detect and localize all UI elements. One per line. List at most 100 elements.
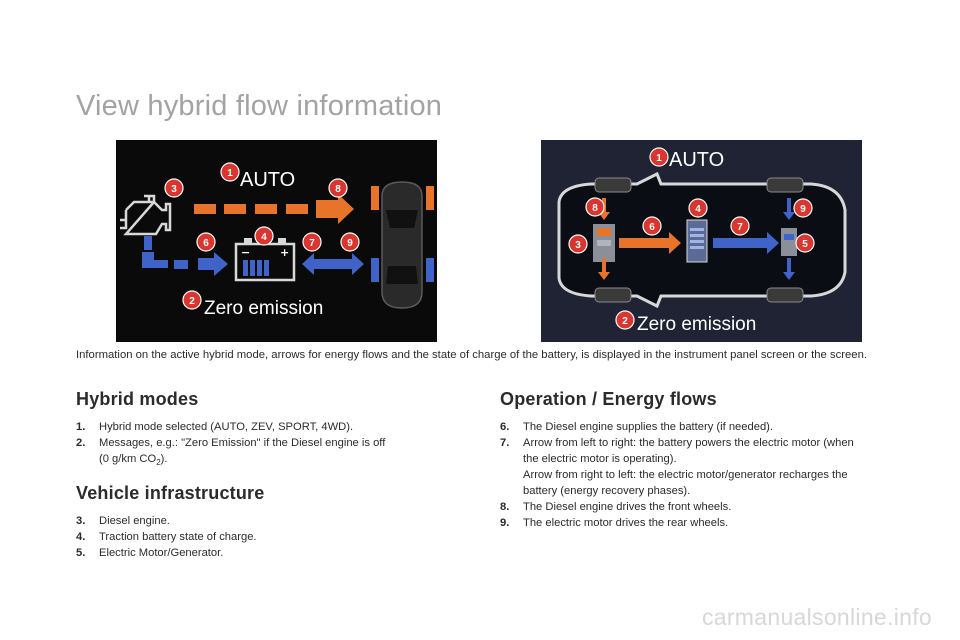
svg-text:6: 6 [203,238,209,249]
item-number: 2. [76,437,86,449]
engine-to-wheels-flow [194,194,354,224]
page-title: View hybrid flow information [76,90,443,122]
hybrid-modes-list: 1. Hybrid mode selected (AUTO, ZEV, SPOR… [76,419,476,471]
mode-label: AUTO [240,169,295,191]
item-number: 4. [76,531,86,543]
svg-text:5: 5 [802,239,808,250]
section-heading-vehicle-infrastructure: Vehicle infrastructure [76,483,265,503]
list-item: 5. Electric Motor/Generator. [76,545,476,561]
list-item: 4. Traction battery state of charge. [76,529,476,545]
operation-list: 6. The Diesel engine supplies the batter… [500,419,900,531]
list-item: 9. The electric motor drives the rear wh… [500,515,900,531]
engine-connector [144,236,152,250]
watermark: carmanualsonline.info [701,604,932,630]
status-label: Zero emission [204,298,323,319]
svg-text:4: 4 [695,204,701,215]
svg-text:1: 1 [227,168,233,179]
section-heading-operation: Operation / Energy flows [500,389,717,409]
svg-text:9: 9 [800,204,806,215]
svg-text:7: 7 [737,222,743,233]
marker-5: 5 [795,233,815,253]
svg-text:9: 9 [347,238,353,249]
marker-4: 4 [688,198,708,218]
marker-4: 4 [254,226,274,246]
svg-text:−: − [241,246,250,259]
engine-to-battery-flow [142,252,228,276]
item-number: 5. [76,547,86,559]
item-text: Diesel engine. [99,515,170,527]
marker-7: 7 [302,232,322,252]
item-number: 6. [500,421,510,433]
screen-diagram: AUTO Zero emission 1 2 3 4 5 6 7 8 9 [557,147,847,335]
electric-motor-icon [781,228,797,256]
item-text: The Diesel engine drives the front wheel… [523,501,732,513]
marker-3: 3 [568,234,588,254]
vehicle-infrastructure-list: 3. Diesel engine. 4. Traction battery st… [76,513,476,561]
svg-text:1: 1 [656,153,662,164]
instrument-panel-diagram: − + AUTO Zero emission 1 2 3 [120,162,434,319]
svg-text:3: 3 [575,240,581,251]
car-top-view-icon [371,181,434,309]
screen-figure: AUTO Zero emission 1 2 3 4 5 6 7 8 9 [541,140,862,342]
battery-motor-flow [302,253,364,275]
svg-text:4: 4 [261,232,267,243]
mode-label: AUTO [669,149,724,171]
marker-2: 2 [615,310,635,330]
status-label: Zero emission [637,314,756,335]
marker-3: 3 [164,178,184,198]
instrument-panel-figure: − + AUTO Zero emission 1 2 3 [116,140,437,342]
vehicle-infrastructure-section: Vehicle infrastructure 3. Diesel engine.… [76,483,476,561]
list-item: 1. Hybrid mode selected (AUTO, ZEV, SPOR… [76,419,476,435]
section-heading-hybrid-modes: Hybrid modes [76,389,199,409]
item-text: Electric Motor/Generator. [99,547,224,559]
motor-to-rear-wheels-flow [783,198,795,280]
item-number: 8. [500,501,510,513]
item-text: Traction battery state of charge. [99,531,257,543]
intro-paragraph: Information on the active hybrid mode, a… [76,349,867,361]
item-text-continued: Arrow from right to left: the electric m… [523,469,848,481]
svg-text:8: 8 [592,203,598,214]
marker-9: 9 [340,232,360,252]
marker-8: 8 [585,197,605,217]
marker-9: 9 [793,198,813,218]
marker-6: 6 [196,232,216,252]
marker-1: 1 [649,147,669,167]
operation-section: Operation / Energy flows 6. The Diesel e… [500,389,900,531]
item-number: 9. [500,517,510,529]
svg-text:8: 8 [335,184,341,195]
marker-6: 6 [642,216,662,236]
item-text-continued: the electric motor is operating). [523,453,677,465]
engine-icon [593,224,615,262]
svg-text:2: 2 [189,296,195,307]
list-item: 7. Arrow from left to right: the battery… [500,435,900,499]
list-item: 3. Diesel engine. [76,513,476,529]
item-number: 3. [76,515,86,527]
hybrid-modes-section: Hybrid modes 1. Hybrid mode selected (AU… [76,389,476,471]
list-item: 6. The Diesel engine supplies the batter… [500,419,900,435]
item-number: 7. [500,437,510,449]
battery-icon [686,219,708,263]
wheel-icons [594,177,804,303]
marker-2: 2 [182,290,202,310]
svg-text:+: + [280,246,289,259]
svg-text:7: 7 [309,238,315,249]
marker-7: 7 [730,216,750,236]
list-item: 2. Messages, e.g.: "Zero Emission" if th… [76,435,476,471]
item-text-continued: battery (energy recovery phases). [523,485,691,497]
list-item: 8. The Diesel engine drives the front wh… [500,499,900,515]
item-text: The Diesel engine supplies the battery (… [523,421,774,433]
item-text: Messages, e.g.: "Zero Emission" if the D… [99,437,386,449]
marker-8: 8 [328,178,348,198]
battery-to-motor-flow [713,232,779,254]
engine-to-battery-flow [619,232,681,254]
item-text: The electric motor drives the rear wheel… [523,517,729,529]
item-number: 1. [76,421,86,433]
svg-text:6: 6 [649,222,655,233]
item-text: Hybrid mode selected (AUTO, ZEV, SPORT, … [99,421,354,433]
engine-icon [120,194,172,236]
svg-text:2: 2 [622,316,628,327]
svg-text:3: 3 [171,184,177,195]
item-text-continued: (0 g/km CO2). [99,453,168,468]
item-text: Arrow from left to right: the battery po… [523,437,854,449]
marker-1: 1 [220,162,240,182]
